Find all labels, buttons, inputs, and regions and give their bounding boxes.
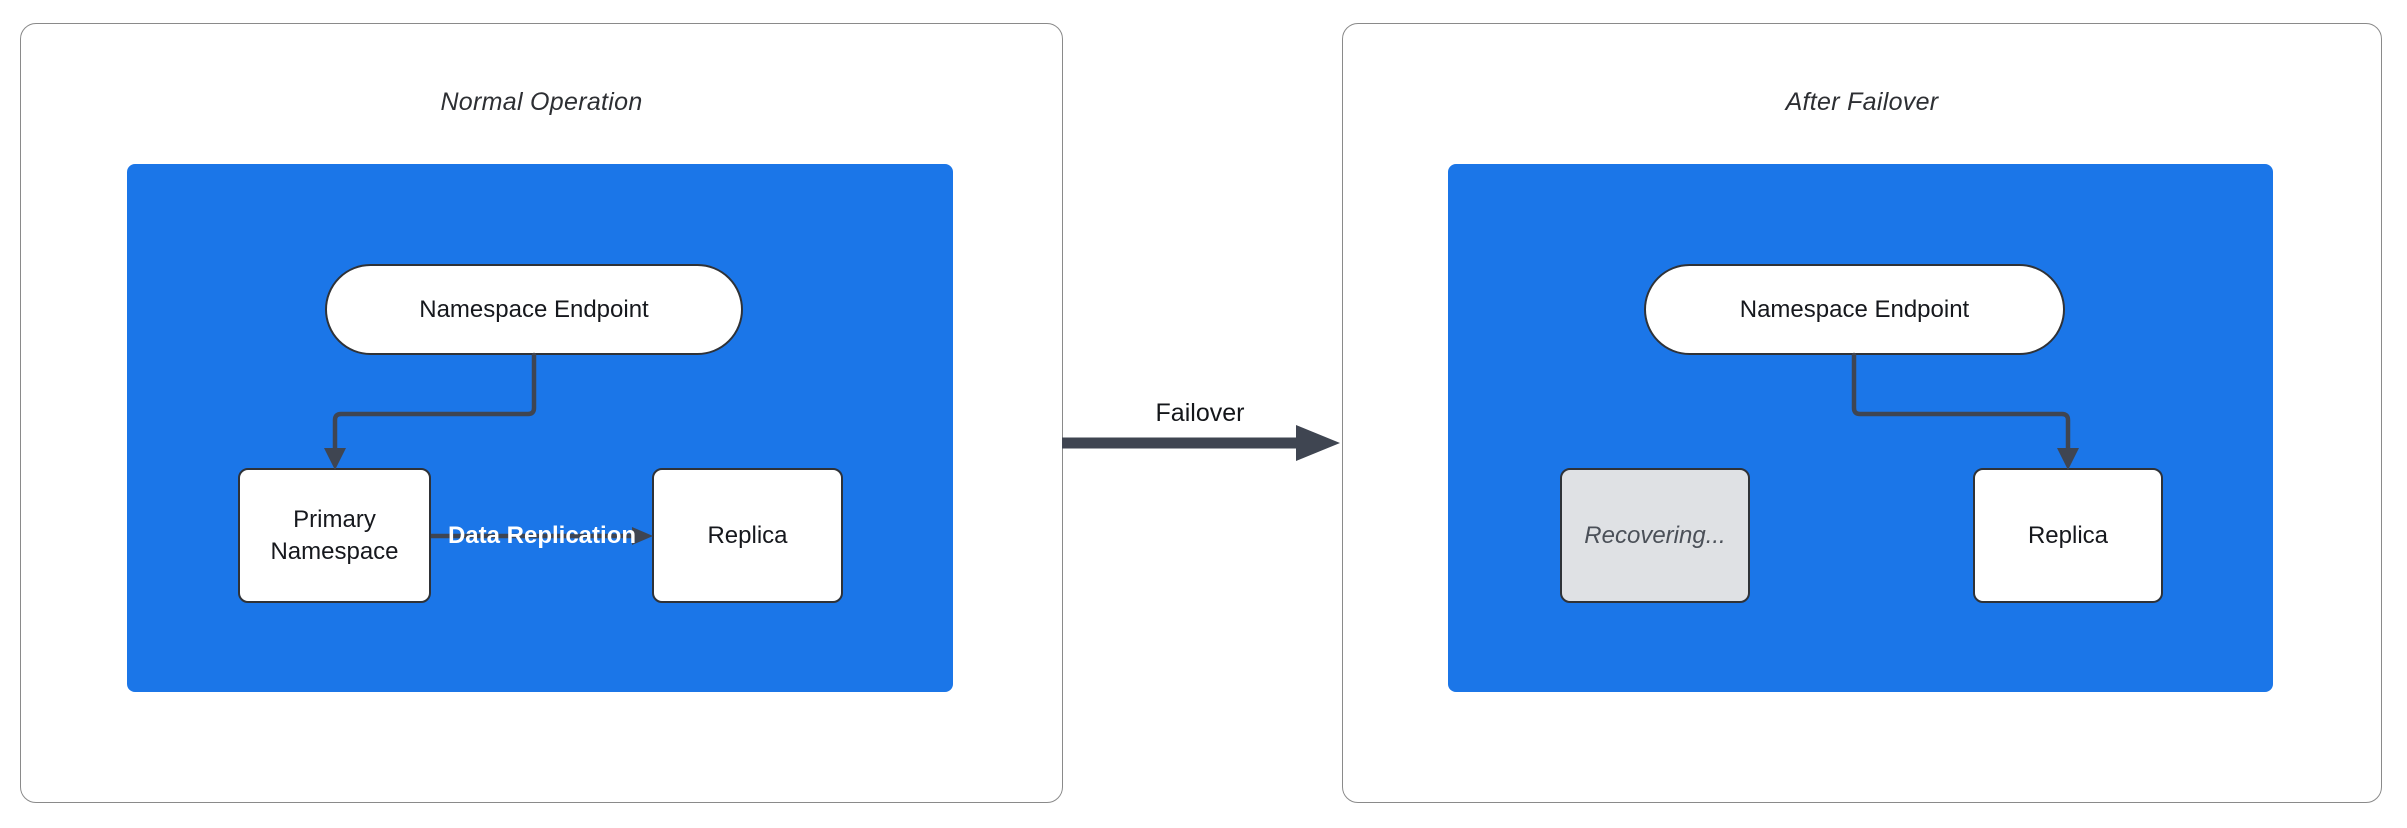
node-label: Replica <box>2027 521 2109 549</box>
node-namespace-endpoint-right: Namespace Endpoint <box>1644 264 2065 355</box>
node-replica-left: Replica <box>652 468 843 603</box>
node-replica-right: Replica <box>1973 468 2163 603</box>
node-label: Namespace Endpoint <box>419 295 649 323</box>
node-recovering: Recovering... <box>1560 468 1750 603</box>
arrowhead-failover <box>1296 425 1340 461</box>
edge-label-failover: Failover <box>1155 399 1245 427</box>
panel-title-normal-operation: Normal Operation <box>440 88 643 116</box>
node-label: Replica <box>707 521 788 549</box>
node-label: Recovering... <box>1584 521 1726 549</box>
node-primary-namespace: Primary Namespace <box>238 468 431 603</box>
cluster-after-failover <box>1448 164 2273 692</box>
node-namespace-endpoint-left: Namespace Endpoint <box>325 264 743 355</box>
cluster-normal-operation <box>127 164 953 692</box>
edge-label-data-replication: Data Replication <box>447 522 637 549</box>
panel-title-after-failover: After Failover <box>1785 88 1939 116</box>
node-label: Namespace Endpoint <box>1739 295 1970 323</box>
node-label: Primary Namespace <box>270 506 399 565</box>
